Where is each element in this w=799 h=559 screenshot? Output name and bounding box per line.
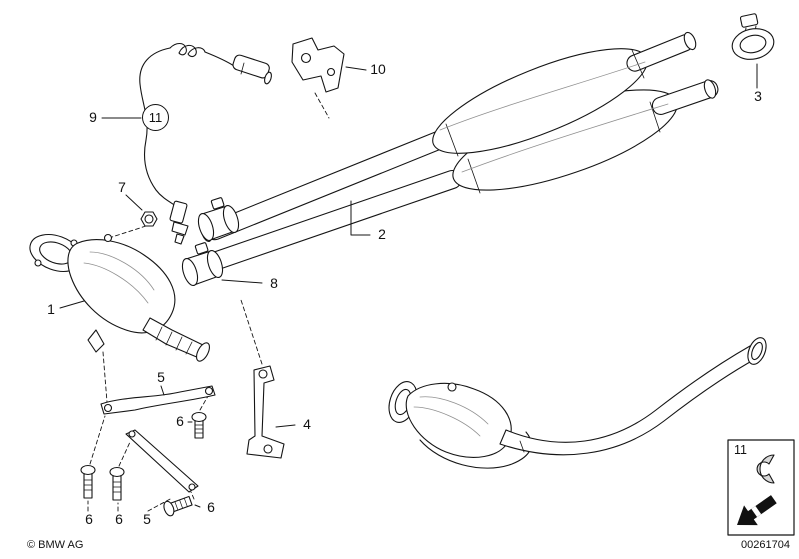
callout-6-mid[interactable]: 6 (176, 413, 184, 429)
support-strap-lower[interactable] (125, 429, 199, 493)
front-catalytic-converter[interactable] (25, 228, 212, 363)
exhaust-clamps[interactable] (179, 197, 241, 287)
rear-catalytic-converter[interactable] (384, 335, 770, 469)
direction-arrow-icon (737, 495, 777, 526)
leader-lines (59, 63, 758, 508)
hex-nut[interactable] (140, 211, 158, 227)
callout-6-bottom-center[interactable]: 6 (115, 511, 123, 527)
inset-label-11: 11 (734, 443, 747, 457)
holder-bracket[interactable] (291, 37, 345, 93)
callout-3[interactable]: 3 (754, 88, 762, 104)
callout-4[interactable]: 4 (303, 416, 311, 432)
front-exhaust-pipes[interactable] (188, 28, 720, 280)
clamp-lower[interactable] (179, 242, 225, 287)
bolts[interactable] (80, 411, 207, 518)
bolt-mid[interactable] (191, 411, 207, 439)
callout-5-lower[interactable]: 5 (143, 511, 151, 527)
bolt-angled[interactable] (162, 494, 193, 518)
assembly-dashed-lines (87, 92, 330, 512)
callout-7[interactable]: 7 (118, 179, 126, 195)
callout-6-bottom-right[interactable]: 6 (207, 499, 215, 515)
oxygen-sensor[interactable] (139, 42, 273, 245)
callout-8[interactable]: 8 (270, 275, 278, 291)
inset-box[interactable] (727, 439, 795, 536)
bolt-bottom-center[interactable] (109, 466, 125, 501)
document-number: 00261704 (741, 539, 790, 551)
band-clamp[interactable] (729, 13, 776, 63)
callout-6-bottom-left[interactable]: 6 (85, 511, 93, 527)
clamp-upper[interactable] (195, 197, 241, 242)
callout-11-balloon[interactable]: 11 (142, 104, 169, 131)
callout-9[interactable]: 9 (89, 109, 97, 125)
copyright-text: © BMW AG (27, 539, 84, 551)
callout-2[interactable]: 2 (378, 226, 386, 242)
sensor-boss (103, 233, 113, 243)
support-strap-upper[interactable] (100, 385, 216, 415)
mount-bracket[interactable] (246, 365, 285, 459)
callout-10[interactable]: 10 (370, 61, 386, 77)
inset-clamp-icon[interactable] (756, 454, 775, 484)
callout-1[interactable]: 1 (47, 301, 55, 317)
callout-5-upper[interactable]: 5 (157, 369, 165, 385)
bolt-bottom-left[interactable] (80, 464, 96, 499)
